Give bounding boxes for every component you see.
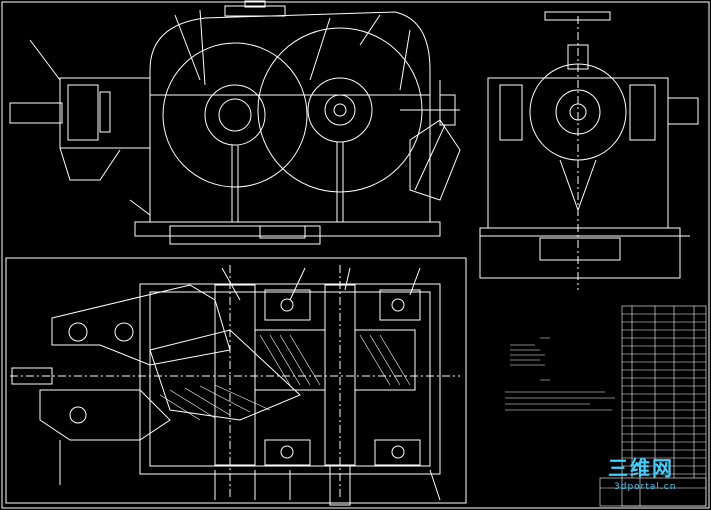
side-view	[479, 11, 699, 290]
plan-view	[5, 257, 467, 506]
watermark-text: 三维网	[608, 456, 674, 480]
title-block	[599, 477, 707, 507]
watermark-logo: 三维网 3dportal.cn	[596, 452, 706, 508]
parts-list-table	[599, 305, 707, 507]
gear-left-circle	[162, 42, 308, 188]
input-shaft	[9, 102, 63, 124]
gear-right-circle	[257, 27, 423, 193]
front-view	[9, 0, 461, 245]
technical-notes	[505, 337, 615, 411]
watermark-subtext: 3dportal.cn	[614, 482, 677, 492]
